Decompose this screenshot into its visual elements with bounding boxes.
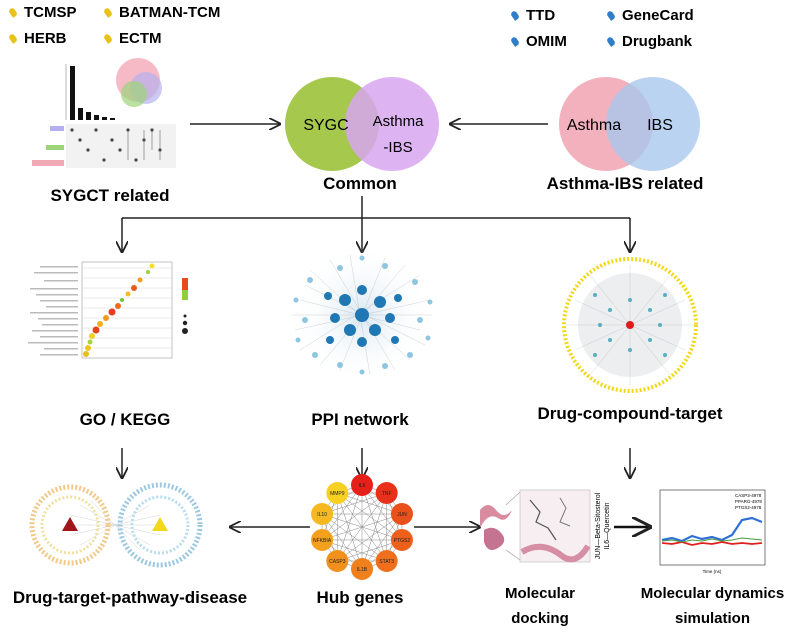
md-legend: CASP3-4978 <box>735 493 762 498</box>
hub-gene-label: CASP3 <box>329 559 346 565</box>
hub-gene-node <box>351 558 373 580</box>
hub-gene-label: STAT3 <box>379 559 394 565</box>
hub-edge <box>337 539 403 562</box>
source-batman-tcm: BATMAN-TCM <box>102 4 221 21</box>
md-x-axis-label: Time (ns) <box>703 569 722 574</box>
source-label: Drugbank <box>622 33 693 50</box>
caption-hub-genes: Hub genes <box>316 588 404 607</box>
source-label: BATMAN-TCM <box>119 4 221 21</box>
drug-compound-target-network <box>562 257 698 393</box>
caption-drug-target-pathway-disease: Drug-target-pathway-disease <box>12 588 248 607</box>
venn-asthma-label: Asthma <box>373 113 425 130</box>
hub-gene-label: TNF <box>382 491 392 497</box>
hub-edge <box>321 492 387 515</box>
hub-edge <box>321 484 363 541</box>
hub-edge <box>321 513 387 562</box>
hub-gene-node <box>390 528 413 551</box>
source-label: HERB <box>24 30 67 47</box>
source-label: TTD <box>526 7 556 24</box>
hub-gene-label: NFKBIA <box>313 538 332 544</box>
hub-gene-node <box>375 549 398 572</box>
caption-asthma-ibs-related: Asthma-IBS related <box>546 174 704 193</box>
drug-target-pathway-disease-network <box>29 482 203 568</box>
hub-edge <box>337 492 363 570</box>
source-ttd: TTD <box>509 7 556 24</box>
source-ectm: ECTM <box>102 30 162 47</box>
molecular-docking-image <box>480 489 591 563</box>
source-label: TCMSP <box>24 4 77 21</box>
hub-edge <box>337 492 403 515</box>
hub-gene-label: JUN <box>397 512 407 518</box>
caption-md-simulation-1: Molecular dynamics <box>640 585 785 602</box>
hub-gene-label: IL6 <box>359 483 366 489</box>
hub-edge <box>361 484 403 541</box>
branch-arrows <box>122 196 630 252</box>
hub-gene-label: PTGS2 <box>394 538 411 544</box>
source-tcmsp: TCMSP <box>7 4 77 21</box>
hub-gene-node <box>311 503 334 526</box>
venn-asthma-label: Asthma <box>567 117 621 134</box>
caption-go-kegg: GO / KEGG <box>79 410 171 429</box>
caption-molecular-docking-2: docking <box>511 610 569 627</box>
hub-edge <box>361 513 403 570</box>
source-label: OMIM <box>526 33 567 50</box>
hub-gene-node <box>311 528 334 551</box>
md-legend: PPARG-4978 <box>735 499 762 504</box>
hub-edge <box>321 513 363 570</box>
source-label: GeneCard <box>622 7 694 24</box>
hub-edge <box>337 492 387 562</box>
md-legend: PTGS2-4978 <box>735 505 762 510</box>
caption-ppi-network: PPI network <box>311 410 409 429</box>
hub-gene-label: MMP9 <box>330 491 345 497</box>
caption-common: Common <box>323 174 397 193</box>
md-rmsd-plot: CASP3-4978 PPARG-4978 PTGS2-4978 Time (n… <box>659 489 766 574</box>
hub-gene-node <box>375 482 398 505</box>
hub-gene-node <box>326 549 349 572</box>
caption-sygct-related: SYGCT related <box>50 186 170 205</box>
hub-gene-label: IL10 <box>317 512 327 518</box>
common-venn <box>285 77 439 171</box>
upset-plot-thumbnail <box>32 58 182 175</box>
caption-drug-compound-target: Drug-compound-target <box>537 404 723 423</box>
ppi-network <box>292 245 433 385</box>
caption-md-simulation-2: simulation <box>674 610 750 627</box>
hub-gene-node <box>326 482 349 505</box>
source-drugbank: Drugbank <box>605 33 693 50</box>
docking-ligand-label: IL6—Quercetin <box>604 502 611 549</box>
down-arrows <box>122 448 630 478</box>
source-omim: OMIM <box>509 33 567 50</box>
docking-ligand-label: JUN—Beta-Sitosterol <box>595 492 602 559</box>
hub-gene-label: IL1B <box>357 567 368 573</box>
source-genecard: GeneCard <box>605 7 694 24</box>
source-herb: HERB <box>7 30 67 47</box>
hub-edge <box>321 539 387 562</box>
hub-edge <box>337 492 403 541</box>
source-label: ECTM <box>119 30 162 47</box>
hub-gene-node <box>390 503 413 526</box>
disease-venn <box>559 77 700 171</box>
caption-molecular-docking-1: Molecular <box>504 585 576 602</box>
venn-ibs-label: IBS <box>647 117 673 134</box>
venn-ibs-label: -IBS <box>383 139 412 156</box>
kegg-bubble-plot <box>28 261 188 359</box>
venn-sygc-label: SYGC <box>303 117 348 134</box>
hub-gene-node <box>351 474 373 496</box>
